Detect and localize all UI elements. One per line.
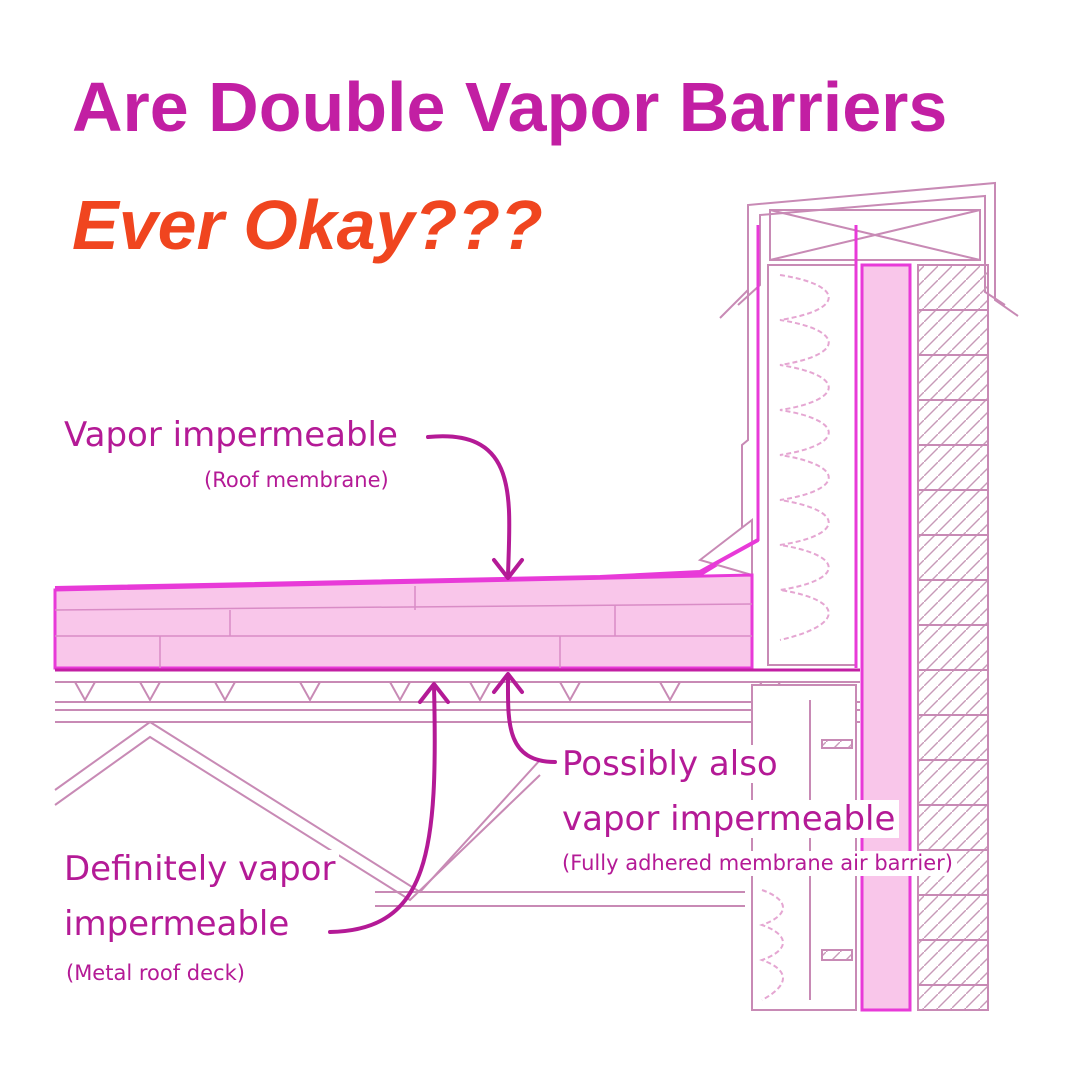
metal-deck-label-line1: Definitely vapor <box>60 850 340 888</box>
metal-deck-label-line2: impermeable <box>60 905 294 943</box>
roof-membrane-label: Vapor impermeable <box>60 416 402 454</box>
metal-deck-note: (Metal roof deck) <box>62 961 249 986</box>
air-barrier-note: (Fully adhered membrane air barrier) <box>558 851 957 876</box>
wall-exterior-insulation <box>860 263 912 1012</box>
brick-veneer <box>917 264 989 1011</box>
metal-roof-deck <box>55 681 860 703</box>
parapet-batt-insulation <box>767 264 857 666</box>
page-subtitle: Ever Okay??? <box>72 186 543 264</box>
roof-membrane-line <box>54 538 759 590</box>
air-barrier-label-line2: vapor impermeable <box>558 800 900 838</box>
air-barrier-label-line1: Possibly also <box>558 745 782 783</box>
metal-deck-arrow <box>328 684 437 934</box>
roof-membrane-note: (Roof membrane) <box>200 468 393 493</box>
wall-backup-framing <box>751 684 857 1011</box>
callout-arrows <box>328 434 557 934</box>
air-barrier-arrow <box>505 674 557 764</box>
roof-insulation-boards <box>53 573 754 670</box>
page-title: Are Double Vapor Barriers <box>72 68 948 146</box>
steel-joist <box>54 709 860 907</box>
roof-membrane-arrow <box>426 434 512 578</box>
